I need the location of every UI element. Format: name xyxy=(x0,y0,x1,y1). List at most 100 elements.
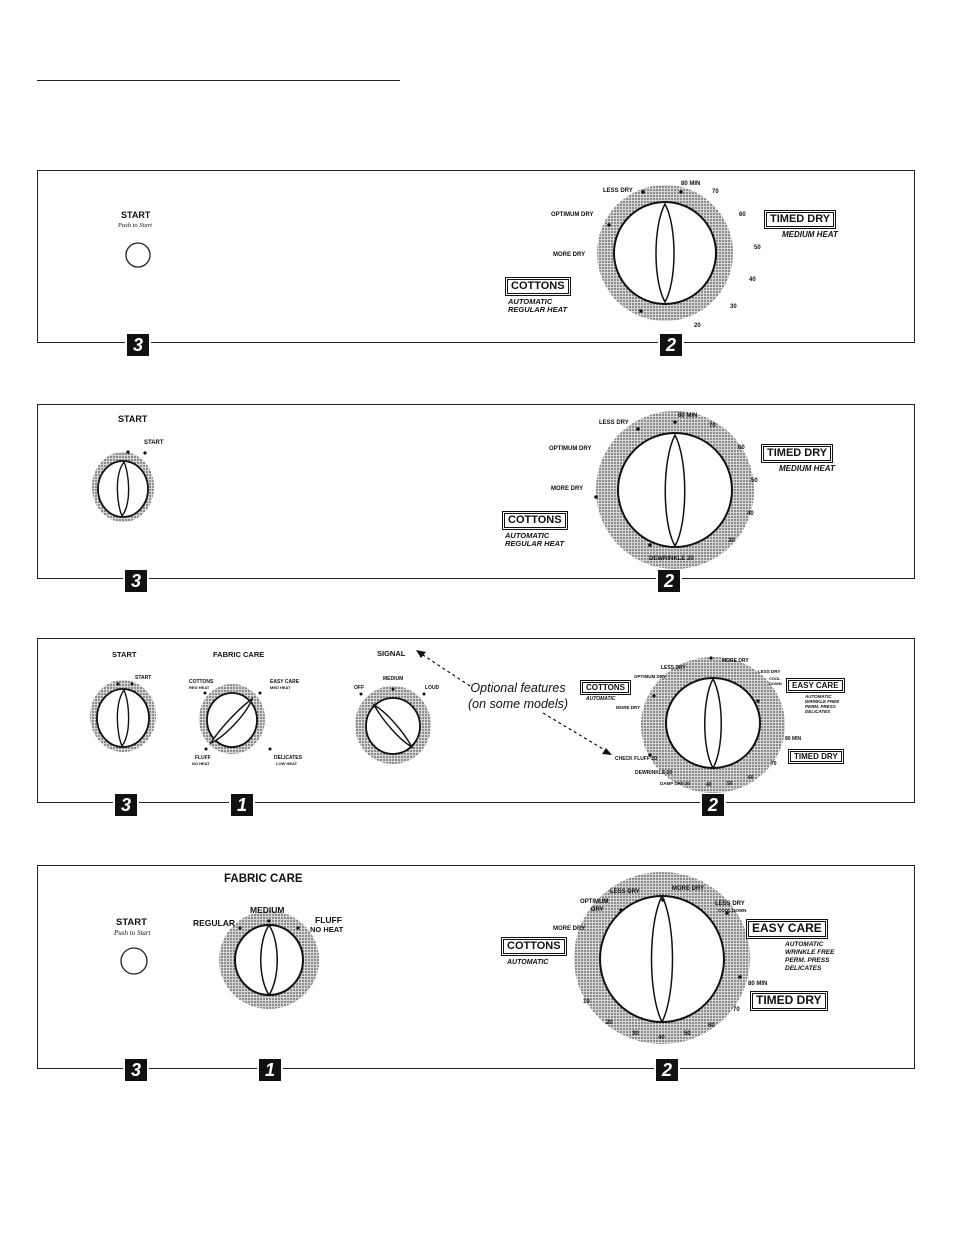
dial-60: 60 xyxy=(738,445,745,451)
marker-2: 2 xyxy=(702,794,724,816)
start-label: START xyxy=(121,210,151,220)
optional-arrows xyxy=(419,652,609,753)
cottons-automatic: AUTOMATIC xyxy=(586,696,616,702)
control-panel-4: FABRIC CARE REGULAR MEDIUM FLUFF NO HEAT… xyxy=(37,865,915,1081)
cottons-regular-heat: REGULAR HEAT xyxy=(505,539,565,548)
cycle-dial[interactable] xyxy=(594,411,754,569)
dial-50: 50 xyxy=(751,478,758,484)
start-label: START xyxy=(112,650,137,659)
cottons-badge: COTTONS xyxy=(501,510,569,531)
cycle-dial[interactable] xyxy=(641,656,785,793)
dial-check-fluff-10: CHECK FLUFF 10 xyxy=(615,756,657,762)
optional-line-2: (on some models) xyxy=(468,697,569,711)
timed-medium-heat: MEDIUM HEAT xyxy=(782,230,838,239)
panel-1-graphics xyxy=(125,185,733,321)
marker-2: 2 xyxy=(658,570,680,592)
fabric-fluff-sub: NO HEAT xyxy=(192,761,210,766)
cottons-automatic: AUTOMATIC xyxy=(507,959,549,966)
arrow-head-down xyxy=(602,748,612,755)
dial-less-dry: LESS DRY xyxy=(603,188,633,194)
marker-3: 3 xyxy=(127,334,149,356)
easy-perm-press: PERM. PRESS xyxy=(805,704,836,709)
cottons-regular-heat: REGULAR HEAT xyxy=(508,305,568,314)
start-button[interactable] xyxy=(125,242,151,268)
fabric-easy-care-sub: MED HEAT xyxy=(270,685,291,690)
dial-20: 20 xyxy=(606,1020,613,1026)
dial-60: 60 xyxy=(739,212,746,218)
start-knob[interactable] xyxy=(90,680,156,752)
cottons-badge: COTTONS xyxy=(504,276,572,297)
marker-2: 2 xyxy=(656,1059,678,1081)
start-label: START xyxy=(118,414,148,424)
control-panel-1: START Push to Start LESS DRY OPTIMUM DRY… xyxy=(37,170,915,356)
easy-automatic: AUTOMATIC xyxy=(805,694,832,699)
panel-2-graphics xyxy=(92,411,754,569)
start-knob-label: START xyxy=(135,675,152,681)
dial-optimum-dry: OPTIMUM DRY xyxy=(634,674,666,679)
easy-delicates: DELICATES xyxy=(805,709,831,714)
dial-80-min: 80 MIN xyxy=(785,736,802,742)
dial-cool-down: COOL DOWN xyxy=(769,676,782,686)
dial-20: 20 xyxy=(694,323,701,329)
dial-more-dry-top: MORE DRY xyxy=(722,658,749,664)
start-label: START xyxy=(116,917,147,928)
timed-dry-badge: TIMED DRY xyxy=(760,443,834,464)
dial-70: 70 xyxy=(709,423,716,429)
signal-knob[interactable] xyxy=(355,686,431,764)
fabric-care-label: FABRIC CARE xyxy=(213,650,265,659)
dial-40: 40 xyxy=(747,511,754,517)
signal-medium: MEDIUM xyxy=(383,676,404,682)
fabric-fluff: FLUFF xyxy=(315,915,342,925)
timed-dry-badge: TIMED DRY xyxy=(749,990,829,1012)
easy-wrinkle-free: WRINKLE FREE xyxy=(805,699,840,704)
start-knob[interactable] xyxy=(92,450,154,522)
dial-40: 40 xyxy=(749,277,756,283)
dial-50: 50 xyxy=(684,1031,691,1037)
fabric-care-knob[interactable] xyxy=(199,684,272,754)
optional-line-1: Optional features xyxy=(470,681,566,695)
header-rule xyxy=(37,80,400,81)
dial-50: 50 xyxy=(754,245,761,251)
dial-50: 50 xyxy=(727,781,733,787)
cycle-dial[interactable] xyxy=(574,872,750,1044)
dial-80-min: 80 MIN xyxy=(748,981,768,987)
marker-3: 3 xyxy=(125,1059,147,1081)
dial-70: 70 xyxy=(771,761,777,767)
dial-less-dry-right: LESS DRY xyxy=(715,901,745,907)
control-panel-3: START START FABRIC CARE COTTONS REG HEAT… xyxy=(37,638,915,816)
easy-care-badge: EASY CARE xyxy=(745,918,829,940)
push-to-start-label: Push to Start xyxy=(114,929,151,937)
easy-delicates: DELICATES xyxy=(785,965,822,972)
marker-3: 3 xyxy=(125,570,147,592)
cycle-dial[interactable] xyxy=(597,185,733,321)
dial-less-dry: LESS DRY xyxy=(599,420,629,426)
optional-features-note: Optional features (on some models) xyxy=(468,680,568,712)
dial-less-dry-right: LESS DRY xyxy=(758,669,781,674)
panel-3-graphics xyxy=(90,650,785,793)
fabric-regular: REGULAR xyxy=(193,918,236,928)
start-button[interactable] xyxy=(120,947,148,975)
cottons-badge: COTTONS xyxy=(579,679,632,696)
dial-dewrinkle-20: DEWRINKLE 20 xyxy=(649,556,694,562)
easy-perm-press: PERM. PRESS xyxy=(785,957,830,964)
dial-80-min: 80 MIN xyxy=(678,413,698,419)
dial-10: 10 xyxy=(583,999,590,1005)
control-panel-2: START START LESS DRY OPTIMUM DRY MORE DR… xyxy=(37,404,915,592)
dial-less-dry: LESS DRY xyxy=(661,665,686,671)
marker-1: 1 xyxy=(231,794,253,816)
timed-dry-badge: TIMED DRY xyxy=(763,209,837,230)
fabric-care-label: FABRIC CARE xyxy=(224,873,303,885)
fabric-care-knob[interactable] xyxy=(219,911,319,1009)
dial-30: 30 xyxy=(730,304,737,310)
cottons-badge: COTTONS xyxy=(500,936,568,957)
dial-80-min: 80 MIN xyxy=(681,181,701,187)
dial-more-dry-left: MORE DRY xyxy=(553,926,586,932)
dial-cool-down: COOL DOWN xyxy=(718,908,747,913)
dial-70: 70 xyxy=(712,189,719,195)
dial-damp-dry-30: DAMP DRY 30 xyxy=(660,781,690,786)
dial-optimum: OPTIMUM xyxy=(580,899,609,905)
dial-more-dry-left: MORE DRY xyxy=(616,705,641,710)
marker-2: 2 xyxy=(660,334,682,356)
fabric-cottons: COTTONS xyxy=(189,679,214,685)
dial-more-dry: MORE DRY xyxy=(553,252,586,258)
